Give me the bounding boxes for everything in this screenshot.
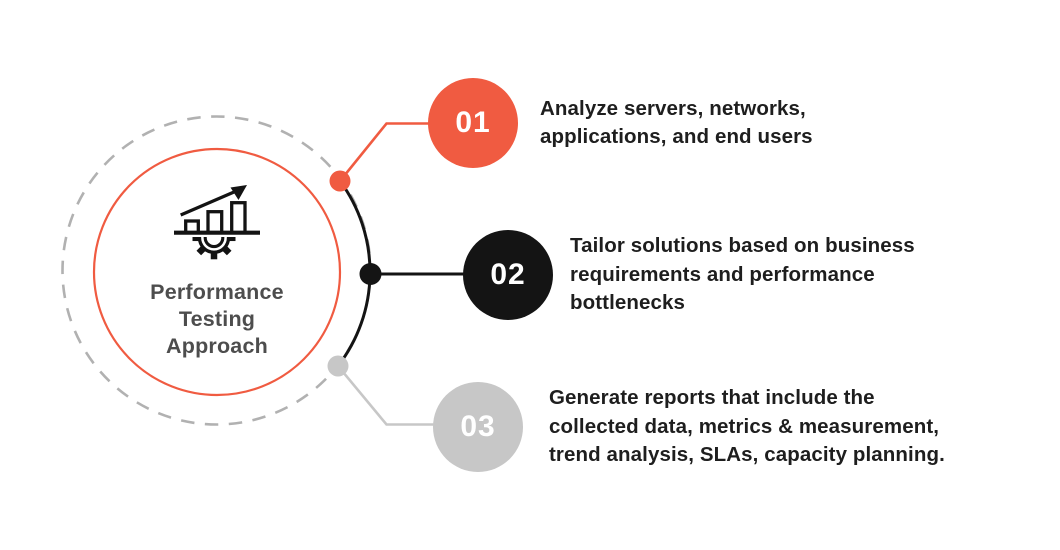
step-2-text: Tailor solutions based on business requi… bbox=[570, 232, 915, 318]
step-2-text-line: requirements and performance bbox=[570, 262, 875, 286]
arrow-head bbox=[230, 185, 247, 200]
node-dot-step-1 bbox=[329, 170, 351, 192]
connector-step-1 bbox=[338, 122, 430, 182]
hub-title-line: Approach bbox=[166, 334, 268, 358]
connector-step-3 bbox=[336, 365, 436, 426]
step-row-3: 03 Generate reports that include the col… bbox=[433, 382, 945, 472]
step-2-number: 02 bbox=[490, 258, 526, 291]
hub-circle-outline bbox=[92, 147, 342, 397]
step-2-text-line: Tailor solutions based on business bbox=[570, 234, 915, 258]
hub-title-line: Performance bbox=[150, 280, 284, 304]
step-3-number: 03 bbox=[460, 410, 496, 443]
step-1-text: Analyze servers, networks, applications,… bbox=[540, 95, 813, 152]
step-row-1: 01 Analyze servers, networks, applicatio… bbox=[428, 78, 813, 168]
growth-chart-gear-icon bbox=[174, 185, 260, 260]
step-3-text-line: Generate reports that include the bbox=[549, 386, 875, 410]
step-1-text-line: applications, and end users bbox=[540, 125, 813, 148]
step-3-text: Generate reports that include the collec… bbox=[549, 384, 945, 470]
step-3-text-line: trend analysis, SLAs, capacity planning. bbox=[549, 443, 945, 467]
hub-title: Performance Testing Approach bbox=[92, 279, 342, 360]
step-3-text-line: collected data, metrics & measurement, bbox=[549, 414, 940, 438]
step-2-number-badge: 02 bbox=[463, 230, 553, 320]
node-dot-step-2 bbox=[359, 263, 382, 285]
step-1-text-line: Analyze servers, networks, bbox=[540, 96, 806, 120]
step-1-number: 01 bbox=[455, 106, 491, 139]
step-3-number-badge: 03 bbox=[433, 382, 523, 472]
hub-title-line: Testing bbox=[178, 307, 256, 331]
node-dot-step-3 bbox=[327, 355, 349, 377]
step-row-2: 02 Tailor solutions based on business re… bbox=[463, 230, 915, 320]
step-1-number-badge: 01 bbox=[428, 78, 518, 168]
step-2-text-line: bottlenecks bbox=[570, 291, 686, 315]
